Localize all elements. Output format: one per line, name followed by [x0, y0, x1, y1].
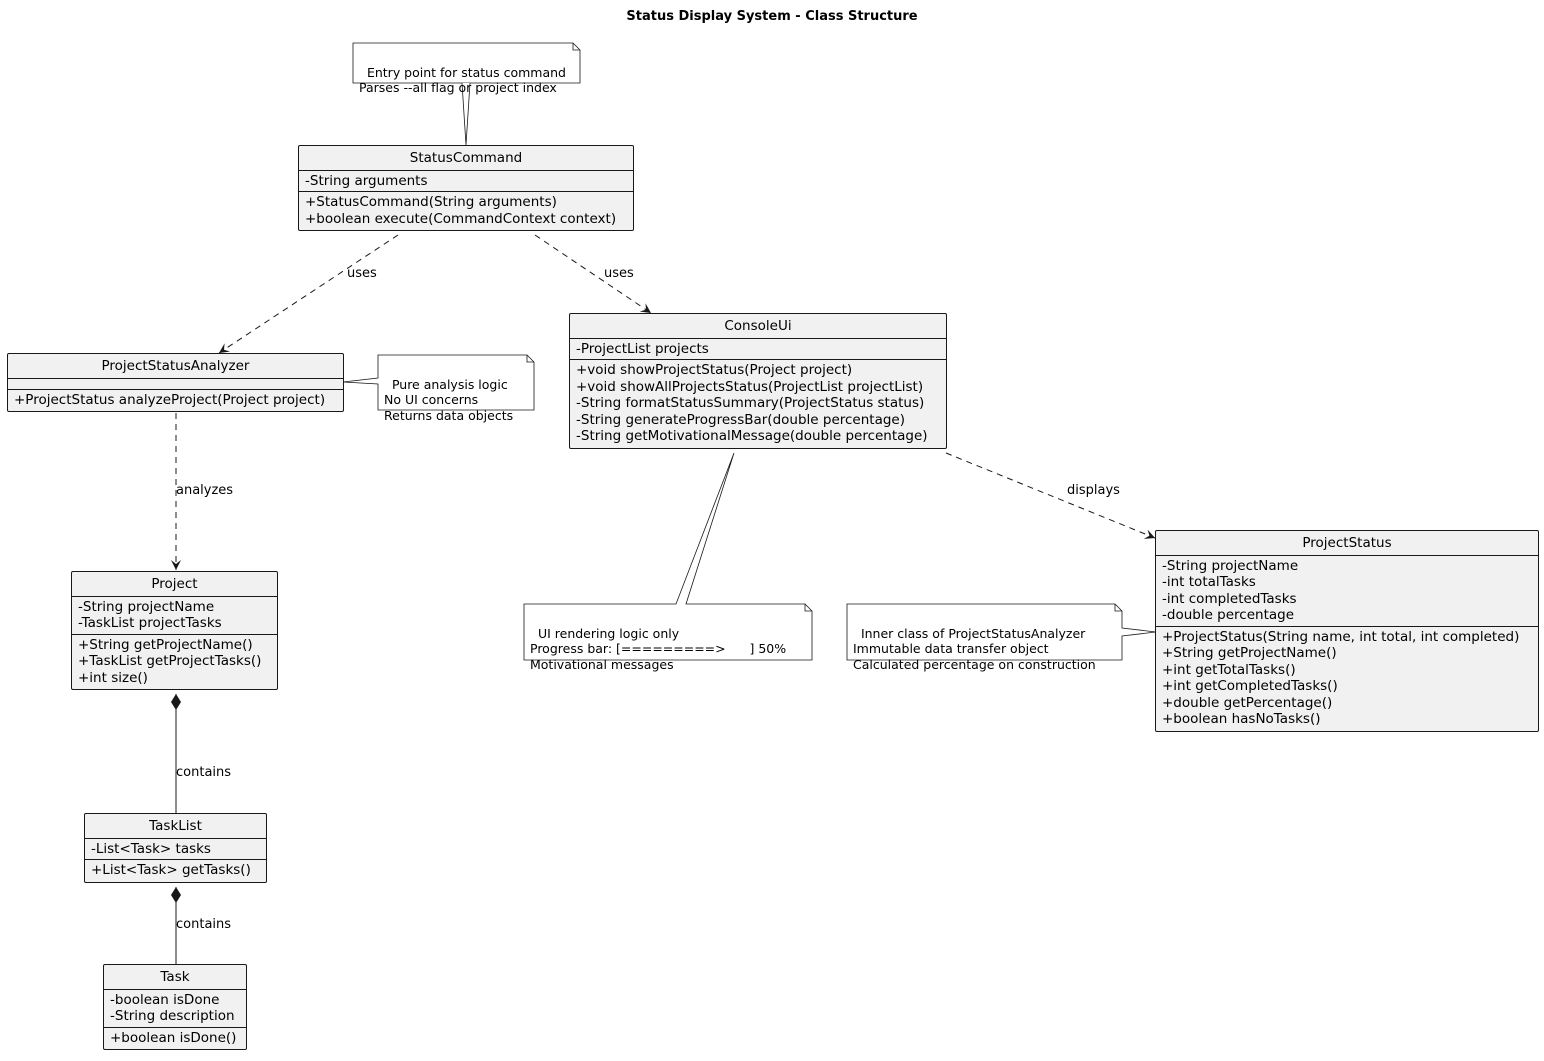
class-operation: +int getCompletedTasks() [1162, 678, 1338, 694]
class-attribute: -String projectName [1162, 557, 1299, 574]
edge-displays [945, 452, 1156, 539]
class-attribute: -int totalTasks [1162, 574, 1256, 590]
class-attributes: -List<Task> tasks [85, 839, 266, 860]
class-operation: +ProjectStatus(String name, int total, i… [1162, 628, 1520, 645]
class-name: Project [72, 572, 277, 597]
class-operation: +ProjectStatus analyzeProject(Project pr… [14, 391, 326, 408]
class-attributes: -String projectName-int totalTasks-int c… [1156, 556, 1538, 627]
edge-label-uses-analyzer: uses [347, 266, 377, 281]
class-consoleui[interactable]: ConsoleUi-ProjectList projects +void show… [569, 313, 947, 449]
note-consoleui: UI rendering logic only Progress bar: [=… [524, 606, 812, 672]
class-operation: -String formatStatusSummary(ProjectStatu… [576, 395, 925, 411]
class-name: StatusCommand [299, 146, 633, 171]
class-task[interactable]: Task-boolean isDone-String description+b… [103, 964, 247, 1050]
edge-label-uses-consoleui: uses [604, 266, 634, 281]
class-name: ConsoleUi [570, 314, 946, 339]
edge-uses-consoleui [534, 234, 652, 314]
class-attribute: -boolean isDone [110, 991, 220, 1008]
diagram-title: Status Display System - Class Structure [626, 9, 918, 24]
class-operation: -String getMotivationalMessage(double pe… [576, 428, 928, 444]
note-statuscommand: Entry point for status command Parses --… [353, 45, 580, 96]
note-projectstatus-text: Inner class of ProjectStatusAnalyzer Imm… [853, 625, 1096, 672]
edge-label-contains-tasklist: contains [176, 765, 232, 780]
class-operation: -String generateProgressBar(double perce… [576, 411, 905, 428]
note-statuscommand-shape [352, 42, 581, 84]
class-operation: +boolean execute(CommandContext context) [305, 210, 617, 227]
class-operation: +TaskList getProjectTasks() [78, 653, 262, 669]
class-name: ProjectStatus [1156, 531, 1538, 556]
class-attributes: -String arguments [299, 171, 633, 192]
class-operation: +void showProjectStatus(Project project) [576, 362, 853, 378]
class-operation: +String getProjectName() [1162, 645, 1337, 661]
note-analyzer-shape [342, 354, 535, 411]
edge-uses-analyzer [218, 234, 399, 354]
class-attribute: -TaskList projectTasks [78, 615, 222, 631]
note-statuscommand-text: Entry point for status command Parses --… [359, 64, 566, 96]
note-projectstatus: Inner class of ProjectStatusAnalyzer Imm… [847, 606, 1122, 672]
class-operation: +double getPercentage() [1162, 694, 1333, 711]
class-projectstatus[interactable]: ProjectStatus-String projectName-int tot… [1155, 530, 1539, 732]
edge-label-contains-task: contains [176, 917, 232, 932]
class-attribute: -ProjectList projects [576, 340, 709, 357]
class-projectstatusanalyzer[interactable]: ProjectStatusAnalyzer +ProjectStatus anal… [7, 353, 344, 412]
class-attribute: -List<Task> tasks [91, 840, 211, 857]
class-attribute: -String projectName [78, 598, 215, 615]
note-analyzer-text: Pure analysis logic No UI concerns Retur… [384, 376, 514, 423]
class-attribute: -int completedTasks [1162, 590, 1297, 607]
class-operations: +void showProjectStatus(Project project)… [570, 360, 946, 448]
class-tasklist[interactable]: TaskList-List<Task> tasks +List<Task> get… [84, 813, 267, 883]
class-operation: +int size() [78, 669, 148, 686]
class-operation: +boolean hasNoTasks() [1162, 711, 1321, 727]
class-operation: +int getTotalTasks() [1162, 661, 1296, 678]
class-name: TaskList [85, 814, 266, 839]
class-operation: +String getProjectName() [78, 636, 253, 653]
class-attributes: -boolean isDone-String description [104, 990, 246, 1028]
class-attributes [8, 379, 343, 390]
class-operation: +boolean isDone() [110, 1029, 237, 1046]
class-attribute: -String description [110, 1008, 235, 1024]
class-name: ProjectStatusAnalyzer [8, 354, 343, 379]
class-operations: +List<Task> getTasks() [85, 860, 266, 882]
class-project[interactable]: Project-String projectName-TaskList proj… [71, 571, 278, 690]
class-attribute: -String arguments [305, 172, 428, 189]
class-statuscommand[interactable]: StatusCommand-String arguments +StatusCom… [298, 145, 634, 231]
class-operation: +List<Task> getTasks() [91, 862, 251, 878]
edge-label-displays: displays [1067, 483, 1120, 498]
note-analyzer: Pure analysis logic No UI concerns Retur… [378, 357, 534, 423]
class-operations: +ProjectStatus(String name, int total, i… [1156, 627, 1538, 731]
class-attribute: -double percentage [1162, 607, 1295, 623]
class-attributes: -String projectName-TaskList projectTask… [72, 597, 277, 635]
class-name: Task [104, 965, 246, 990]
class-operations: +String getProjectName()+TaskList getPro… [72, 635, 277, 690]
note-consoleui-text: UI rendering logic only Progress bar: [=… [530, 625, 787, 672]
class-operations: +ProjectStatus analyzeProject(Project pr… [8, 390, 343, 412]
class-operations: +StatusCommand(String arguments)+boolean… [299, 192, 633, 230]
class-operation: +StatusCommand(String arguments) [305, 194, 557, 210]
class-attributes: -ProjectList projects [570, 339, 946, 360]
class-operations: +boolean isDone() [104, 1028, 246, 1050]
edge-label-analyzes: analyzes [176, 483, 234, 498]
class-operation: +void showAllProjectsStatus(ProjectList … [576, 378, 924, 395]
